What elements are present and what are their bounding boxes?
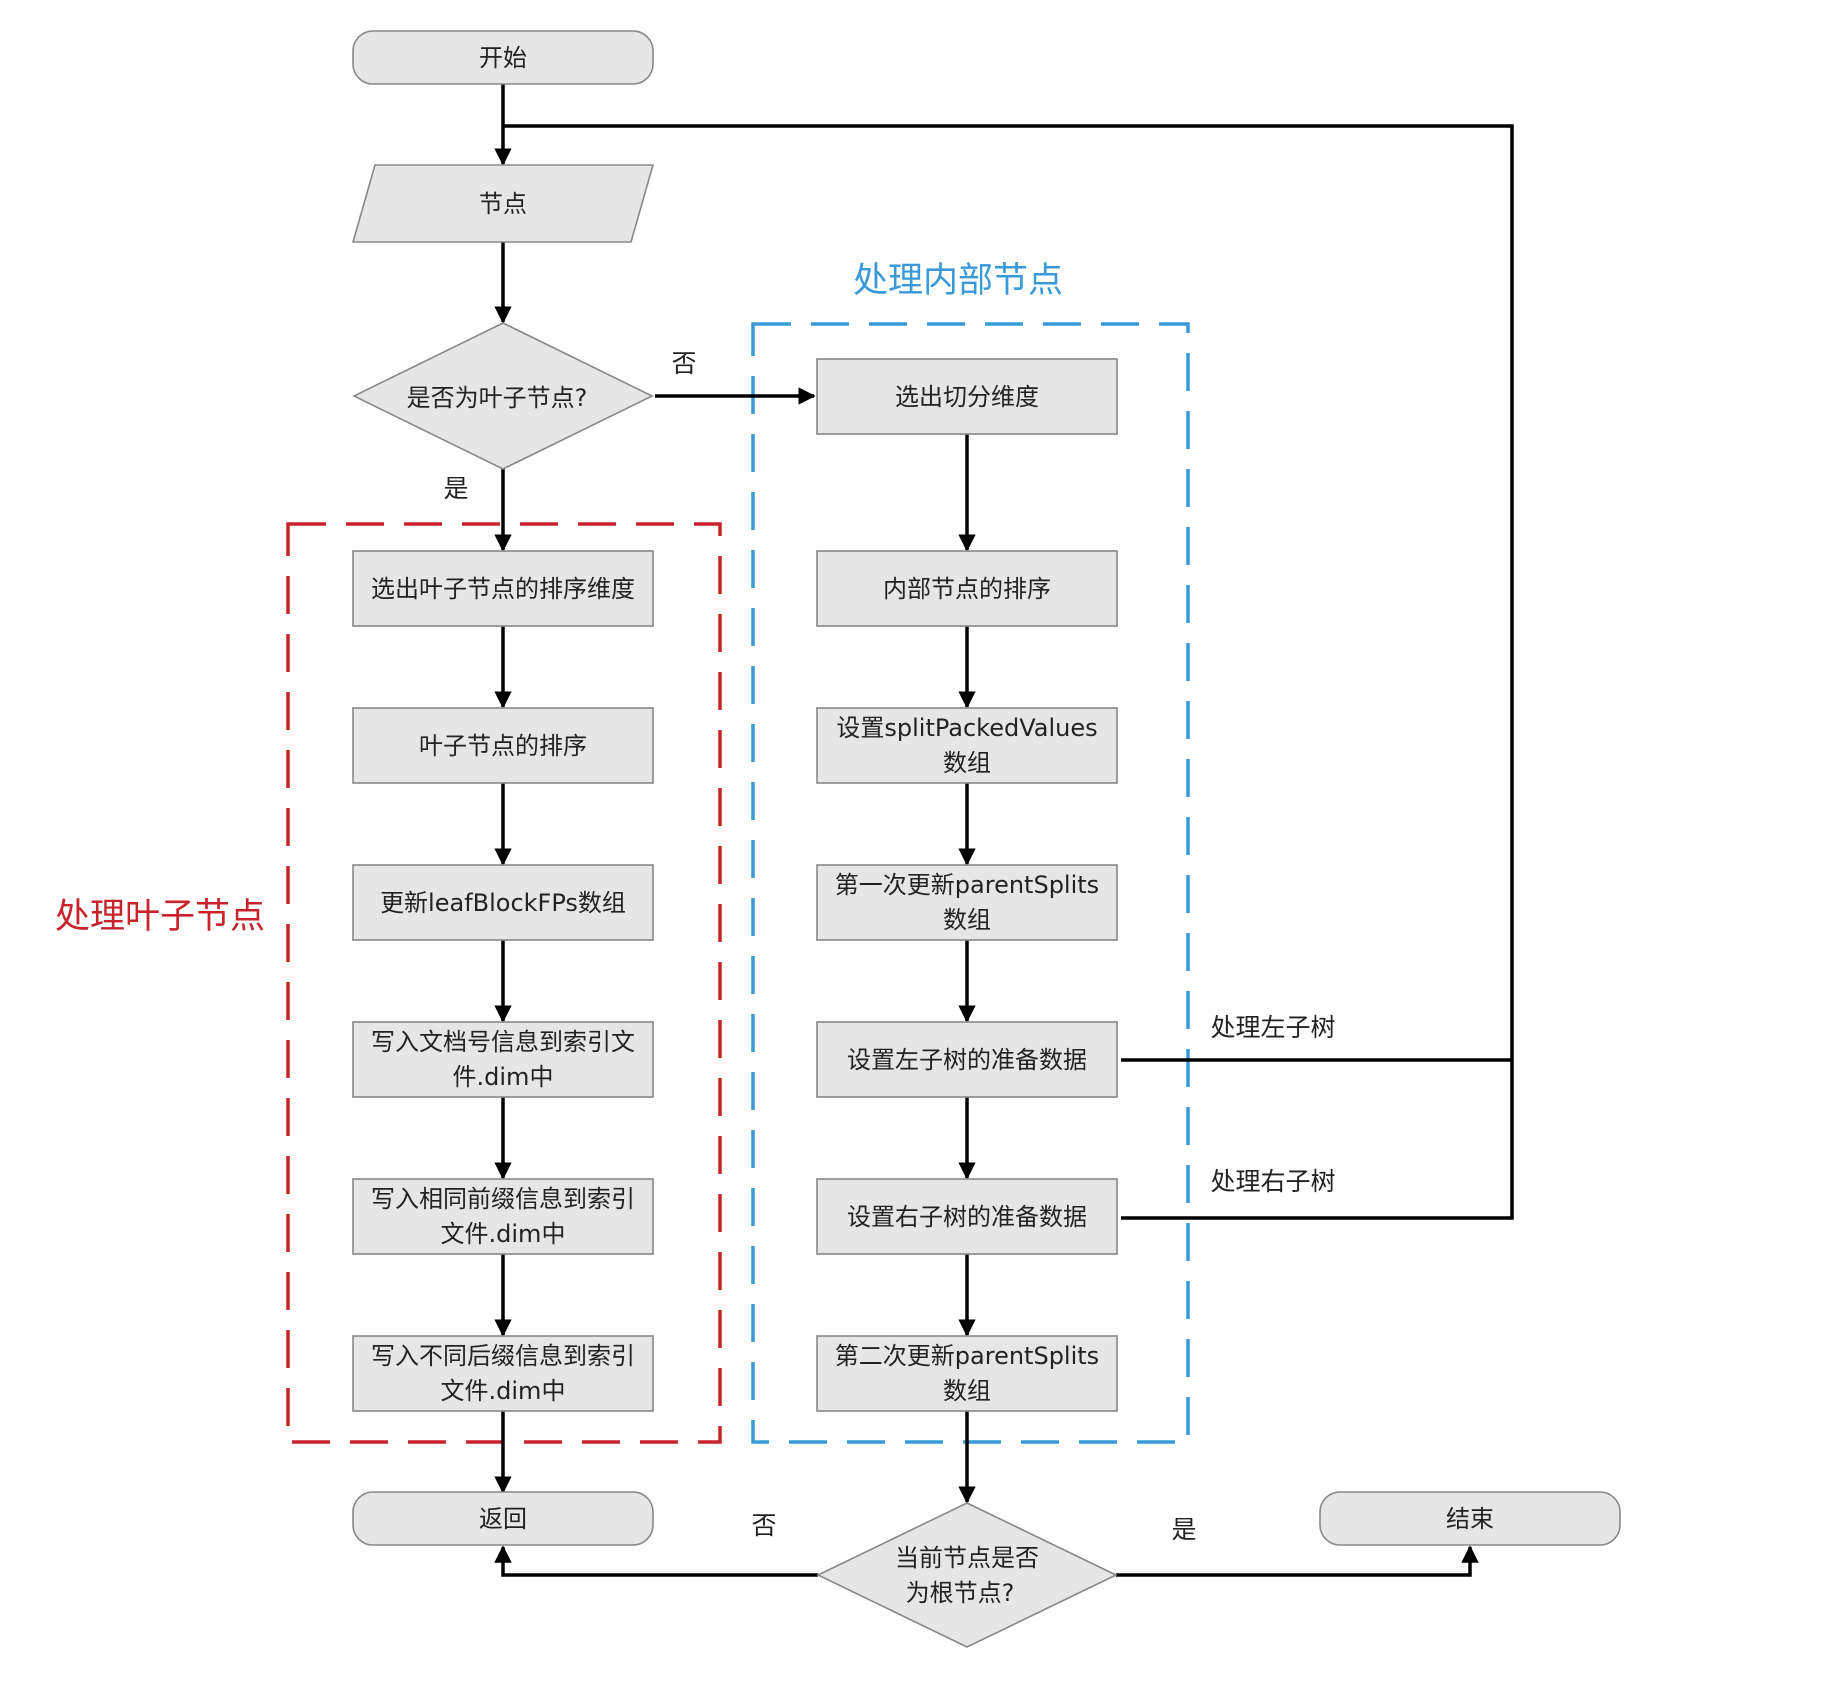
write-doc-ids-label-1: 写入文档号信息到索引文 <box>371 1028 635 1056</box>
prepare-right-node: 设置右子树的准备数据 <box>816 1178 1118 1255</box>
internal-sort-label: 内部节点的排序 <box>883 575 1051 603</box>
is-root-label-2: 为根节点? <box>906 1579 1015 1607</box>
leaf-select-dim-label: 选出叶子节点的排序维度 <box>371 575 635 603</box>
set-split-values-label-1: 设置splitPackedValues <box>836 714 1097 742</box>
is-root-label-1: 当前节点是否 <box>895 1544 1039 1572</box>
select-split-dim-label: 选出切分维度 <box>895 383 1039 411</box>
update-parent-2-label-2: 数组 <box>943 1377 991 1405</box>
prepare-left-label: 设置左子树的准备数据 <box>847 1046 1087 1074</box>
end-node: 结束 <box>1319 1491 1621 1546</box>
write-common-prefix-label-2: 文件.dim中 <box>441 1220 566 1248</box>
edges <box>494 84 1514 1577</box>
label-no-internal: 否 <box>671 349 696 378</box>
leaf-group-title: 处理叶子节点 <box>55 897 265 937</box>
return-label: 返回 <box>479 1505 527 1533</box>
write-common-prefix-label-1: 写入相同前缀信息到索引 <box>371 1185 635 1213</box>
label-process-left: 处理左子树 <box>1210 1013 1335 1042</box>
leaf-sort-node: 叶子节点的排序 <box>352 707 654 784</box>
is-leaf-decision: 是否为叶子节点? <box>352 322 654 470</box>
update-parent-1-label-2: 数组 <box>943 906 991 934</box>
internal-group-frame <box>751 322 1190 1444</box>
is-root-decision: 当前节点是否 为根节点? <box>816 1502 1118 1648</box>
label-process-right: 处理右子树 <box>1210 1167 1335 1196</box>
edge-loop-back <box>503 124 1514 1220</box>
leaf-select-dim-node: 选出叶子节点的排序维度 <box>352 550 654 627</box>
leaf-sort-label: 叶子节点的排序 <box>419 732 587 760</box>
write-suffix-node: 写入不同后缀信息到索引 文件.dim中 <box>352 1335 654 1412</box>
update-parent-2-node: 第二次更新parentSplits 数组 <box>816 1335 1118 1412</box>
write-doc-ids-node: 写入文档号信息到索引文 件.dim中 <box>352 1021 654 1098</box>
write-suffix-label-1: 写入不同后缀信息到索引 <box>371 1342 635 1370</box>
write-common-prefix-node: 写入相同前缀信息到索引 文件.dim中 <box>352 1178 654 1255</box>
node-input: 节点 <box>351 164 655 243</box>
update-fps-label: 更新leafBlockFPs数组 <box>380 889 626 917</box>
update-fps-node: 更新leafBlockFPs数组 <box>352 864 654 941</box>
edge-root-no <box>494 1545 818 1577</box>
start-label: 开始 <box>479 44 527 72</box>
write-suffix-label-2: 文件.dim中 <box>441 1377 566 1405</box>
set-split-values-label-2: 数组 <box>943 749 991 777</box>
return-node: 返回 <box>352 1491 654 1546</box>
label-yes-end: 是 <box>1171 1515 1196 1544</box>
update-parent-1-node: 第一次更新parentSplits 数组 <box>816 864 1118 941</box>
write-doc-ids-label-2: 件.dim中 <box>453 1063 554 1091</box>
end-label: 结束 <box>1446 1505 1494 1533</box>
node-input-label: 节点 <box>479 190 527 218</box>
internal-group-title: 处理内部节点 <box>853 261 1063 301</box>
update-parent-2-label-1: 第二次更新parentSplits <box>835 1342 1099 1370</box>
internal-sort-node: 内部节点的排序 <box>816 550 1118 627</box>
label-yes-leaf: 是 <box>443 474 468 503</box>
select-split-dim-node: 选出切分维度 <box>816 358 1118 435</box>
update-parent-1-label-1: 第一次更新parentSplits <box>835 871 1099 899</box>
prepare-left-node: 设置左子树的准备数据 <box>816 1021 1118 1098</box>
label-no-return: 否 <box>751 1511 776 1540</box>
is-leaf-label: 是否为叶子节点? <box>407 384 588 412</box>
edge-root-yes <box>1116 1545 1479 1577</box>
start-node: 开始 <box>352 30 654 85</box>
prepare-right-label: 设置右子树的准备数据 <box>847 1203 1087 1231</box>
set-split-values-node: 设置splitPackedValues 数组 <box>816 707 1118 784</box>
